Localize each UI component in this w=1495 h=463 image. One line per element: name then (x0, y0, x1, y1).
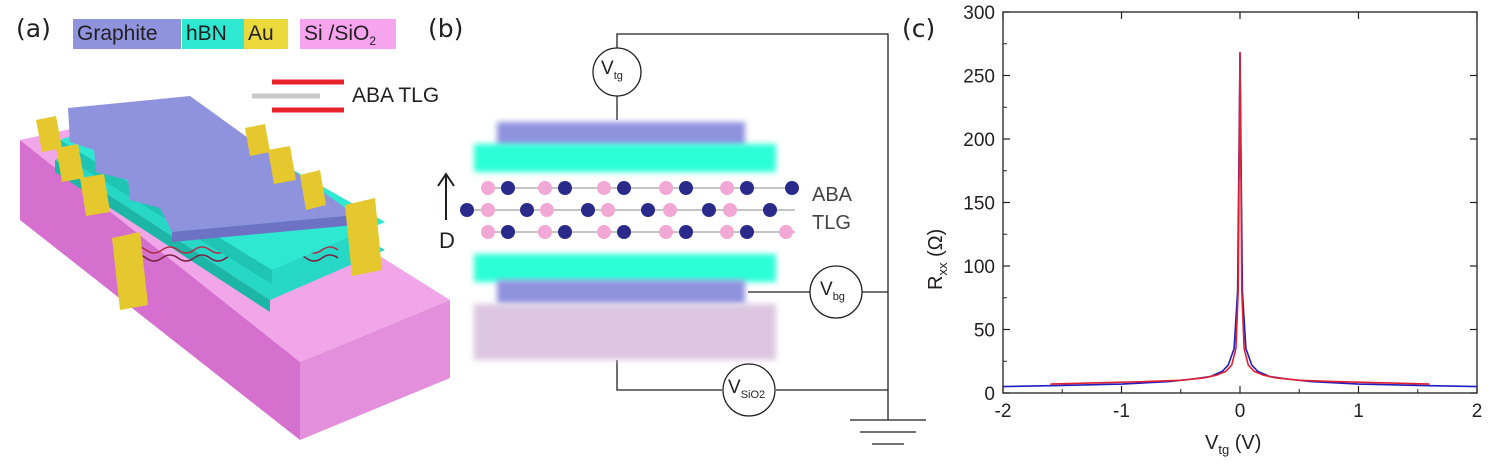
y-tick-label: 50 (974, 321, 995, 342)
vtg-sub: tg (613, 69, 623, 82)
si-sio2-substrate (474, 304, 776, 360)
ylabel-unit: (Ω) (925, 228, 947, 263)
legend-si-sub: 2 (369, 34, 377, 49)
hbn-top-layer (474, 144, 776, 172)
vbg-main: V (820, 279, 833, 300)
x-tick-label: -1 (1113, 401, 1130, 422)
ylabel-sub: xx (935, 262, 950, 276)
x-tick-label: 2 (1472, 401, 1483, 422)
vsio2-main: V (728, 377, 741, 398)
vbg-source-circle (809, 265, 863, 319)
gold-contacts (36, 116, 382, 310)
legend-graphite-text: Graphite (77, 22, 158, 45)
legend-si-text: Si /SiO (304, 22, 370, 45)
hbn-bottom-front (55, 160, 270, 312)
panel-b-label: (b) (428, 14, 464, 43)
device-3d-illustration (20, 79, 450, 440)
xlabel-unit: (V) (1229, 432, 1262, 454)
panel-a-label: (a) (16, 14, 51, 43)
y-tick-label: 0 (984, 384, 995, 405)
x-tick-label: 1 (1353, 401, 1364, 422)
legend-si-sio2: Si /SiO2 (300, 19, 396, 49)
graphite-top-gate (497, 122, 745, 146)
hbn-bottom-layer (474, 254, 776, 282)
xlabel-main: V (1205, 432, 1219, 454)
tlg-label-line1: ABA (812, 184, 853, 206)
vsio2-source-circle (722, 363, 776, 417)
x-axis-title: Vtg (V) (1205, 432, 1261, 457)
xlabel-sub: tg (1218, 442, 1230, 457)
vbg-label: Vbg (820, 279, 845, 303)
legend-hbn: hBN (182, 19, 244, 49)
tlg-lattice (460, 181, 799, 239)
graphite-gate-front (172, 215, 355, 242)
y-tick-label: 250 (963, 67, 995, 88)
vtg-source-circle (592, 47, 642, 97)
tlg-label-line2: TLG (812, 212, 851, 234)
series-line-2 (1050, 51, 1430, 385)
rxx-vs-vtg-chart: -2 -1 0 1 2 0 50 100 150 200 250 300 (963, 3, 1483, 422)
vtg-main: V (601, 58, 614, 79)
ylabel-main: R (925, 275, 947, 290)
vbg-sub: bg (832, 290, 845, 303)
vsio2-sub: SiO2 (740, 388, 766, 401)
legend-au-text: Au (248, 22, 274, 45)
y-tick-label: 300 (963, 3, 995, 24)
y-tick-label: 200 (963, 130, 995, 151)
vsio2-label: VSiO2 (728, 377, 765, 401)
aba-tlg-label-a: ABA TLG (352, 84, 440, 107)
x-tick-label: -2 (995, 401, 1012, 422)
legend-au: Au (244, 19, 288, 49)
y-axis-title: Rxx (Ω) (925, 229, 950, 290)
circuit-wires (616, 33, 926, 445)
legend-hbn-text: hBN (186, 22, 227, 45)
y-tick-label: 150 (963, 194, 995, 215)
x-tick-label: 0 (1235, 401, 1246, 422)
panel-c-label: (c) (902, 14, 936, 43)
field-d-label: D (439, 228, 455, 253)
graphite-bottom-gate (497, 280, 745, 304)
y-tick-label: 100 (963, 257, 995, 278)
circuit-diagram (437, 33, 926, 445)
substrate-side (300, 300, 450, 440)
legend-graphite: Graphite (73, 19, 181, 49)
vtg-label: Vtg (601, 58, 623, 82)
graphite-gate-top (68, 96, 355, 232)
